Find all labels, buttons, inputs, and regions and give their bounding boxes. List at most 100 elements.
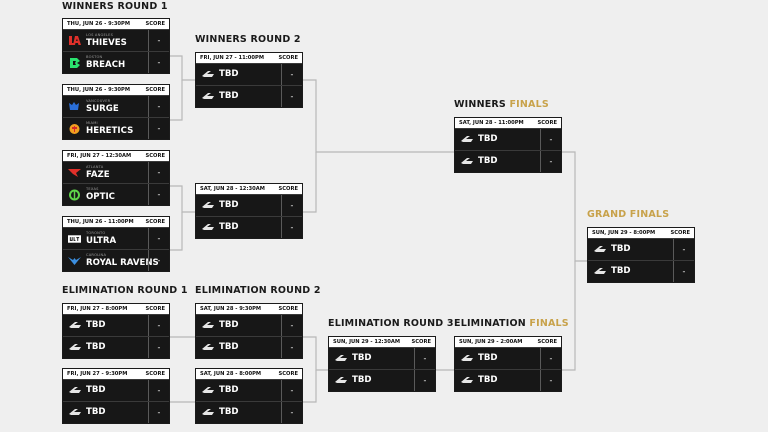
team-row-tbd[interactable]: TBD- <box>196 216 302 238</box>
team-score: - <box>148 228 169 249</box>
team-row-tbd[interactable]: TBD- <box>63 336 169 358</box>
score-header: SCORE <box>145 371 166 377</box>
score-header: SCORE <box>145 153 166 159</box>
team-name: TBD <box>219 385 239 396</box>
team-row-tbd[interactable]: TBD - <box>588 260 694 282</box>
winners-finals-title-b: FINALS <box>509 99 549 110</box>
team-score: - <box>281 337 302 358</box>
team-name: TBD <box>478 134 498 145</box>
team-row-tbd[interactable]: TBD- <box>196 85 302 107</box>
team-score: - <box>148 380 169 401</box>
team-score: - <box>148 250 169 271</box>
team-row-tbd[interactable]: TBD- <box>455 128 561 150</box>
cdl-logo-icon <box>334 375 347 387</box>
team-row-tbd[interactable]: TBD- <box>588 238 694 260</box>
match-date: SUN, JUN 29 - 2:00AM <box>459 339 523 345</box>
match-header: THU, JUN 26 - 9:30PM SCORE <box>63 19 169 29</box>
team-row-tbd[interactable]: TBD- <box>196 63 302 85</box>
match-date: SUN, JUN 29 - 8:00PM <box>592 230 656 236</box>
team-city: BOSTON <box>86 54 103 59</box>
match-winners-finals[interactable]: SAT, JUN 28 - 11:00PM SCORE TBD-TBD- <box>454 117 562 173</box>
grand-finals-title: GRAND FINALS <box>587 209 670 220</box>
team-row-tbd[interactable]: TBD- <box>196 401 302 423</box>
team-row-tbd[interactable]: TBD- <box>63 379 169 401</box>
elimination-round-3-title: ELIMINATION ROUND 3 <box>328 318 454 329</box>
score-header: SCORE <box>537 120 558 126</box>
team-row-tbd[interactable]: TBD- <box>455 347 561 369</box>
team-row-tbd[interactable]: TBD- <box>329 347 435 369</box>
team-city: LOS ANGELES <box>86 32 114 37</box>
team-name: TBD <box>352 375 372 386</box>
winners-finals-title: WINNERS FINALS <box>454 99 549 110</box>
team-name: TBD <box>219 320 239 331</box>
cdl-logo-icon <box>68 342 81 354</box>
cdl-logo-icon <box>201 200 214 212</box>
team-score: - <box>148 162 169 183</box>
team-score: - <box>673 261 694 282</box>
team-score: - <box>540 348 561 369</box>
team-score: - <box>281 402 302 423</box>
team-row-tbd[interactable]: TBD- <box>196 336 302 358</box>
team-row-tbd[interactable]: TBD- <box>63 314 169 336</box>
team-row-tbd[interactable]: TBD- <box>329 369 435 391</box>
team-score: - <box>148 337 169 358</box>
heretics-logo-icon <box>68 123 81 135</box>
cdl-logo-icon <box>460 134 473 146</box>
elimination-round-2-title: ELIMINATION ROUND 2 <box>195 285 321 296</box>
team-name: TBD <box>219 69 239 80</box>
team-score: - <box>148 96 169 117</box>
team-row-tbd[interactable]: TBD- <box>196 314 302 336</box>
score-header: SCORE <box>411 339 432 345</box>
team-row-tbd[interactable]: TBD- <box>196 194 302 216</box>
elimination-finals-title: ELIMINATION FINALS <box>454 318 569 329</box>
team-name: TBD <box>219 91 239 102</box>
match-date: SAT, JUN 28 - 11:00PM <box>459 120 524 126</box>
team-name: TBD <box>219 222 239 233</box>
team-row-tbd[interactable]: TBD- <box>196 379 302 401</box>
score-header: SCORE <box>145 21 166 27</box>
team-city: CAROLINA <box>86 252 107 257</box>
optic-logo-icon <box>68 189 81 201</box>
team-city: ATLANTA <box>86 164 104 169</box>
match-date: THU, JUN 26 - 9:30PM <box>67 21 131 27</box>
team-name: TBD <box>611 266 631 277</box>
team-city: MIAMI <box>86 120 98 125</box>
team-name: TBD <box>352 353 372 364</box>
elimination-round-1-title: ELIMINATION ROUND 1 <box>62 285 188 296</box>
cdl-logo-icon <box>201 320 214 332</box>
team-row-tbd[interactable]: TBD- <box>455 150 561 172</box>
team-score: - <box>148 118 169 139</box>
winners-round-1-title: WINNERS ROUND 1 <box>62 1 168 12</box>
score-header: SCORE <box>278 306 299 312</box>
team-name: TBD <box>478 156 498 167</box>
match-date: FRI, JUN 27 - 8:00PM <box>67 306 128 312</box>
team-row-tbd[interactable]: TBD- <box>63 401 169 423</box>
team-name: BREACH <box>86 59 126 70</box>
team-row-tbd[interactable]: TBD- <box>455 369 561 391</box>
